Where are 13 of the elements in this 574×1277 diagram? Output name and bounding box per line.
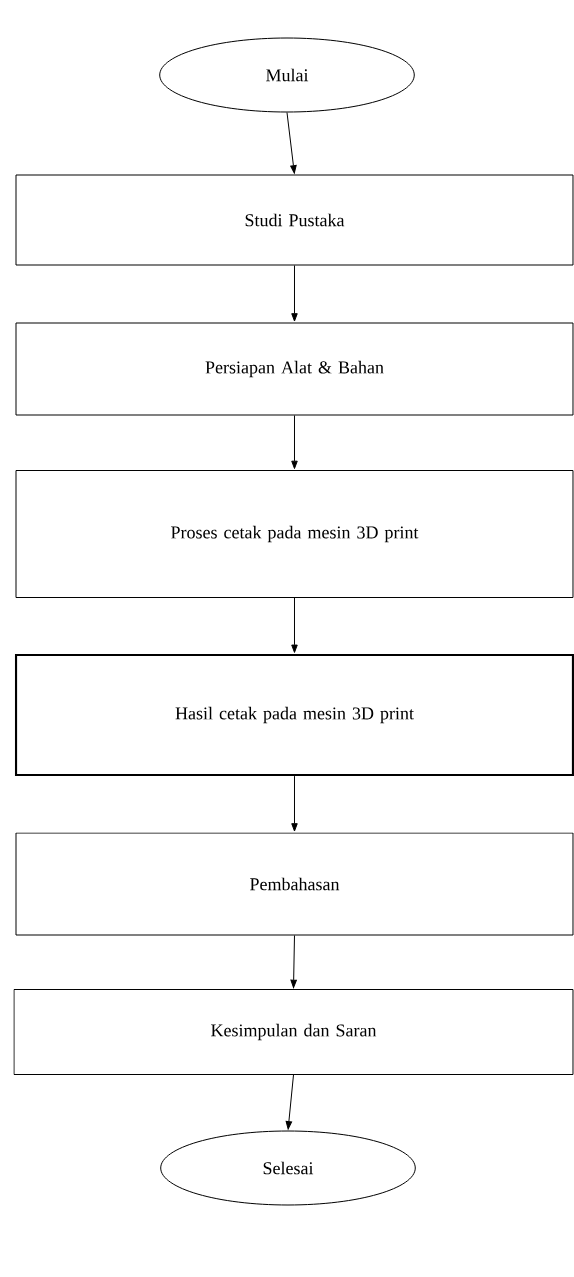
arrow: [291, 415, 298, 469]
process-box: Kesimpulan dan Saran: [13, 989, 574, 1075]
arrow: [291, 775, 298, 832]
arrow: [286, 112, 297, 174]
arrow: [285, 1074, 294, 1130]
process-box: Persiapan Alat & Bahan: [15, 322, 574, 416]
process-box: Studi Pustaka: [15, 174, 574, 266]
arrow: [291, 265, 298, 322]
process-box: Pembahasan: [15, 832, 574, 936]
process-box: Proses cetak pada mesin 3D print: [15, 470, 574, 598]
process-box: Hasil cetak pada mesin 3D print: [14, 653, 574, 777]
arrow: [291, 597, 298, 653]
arrow: [290, 935, 297, 988]
